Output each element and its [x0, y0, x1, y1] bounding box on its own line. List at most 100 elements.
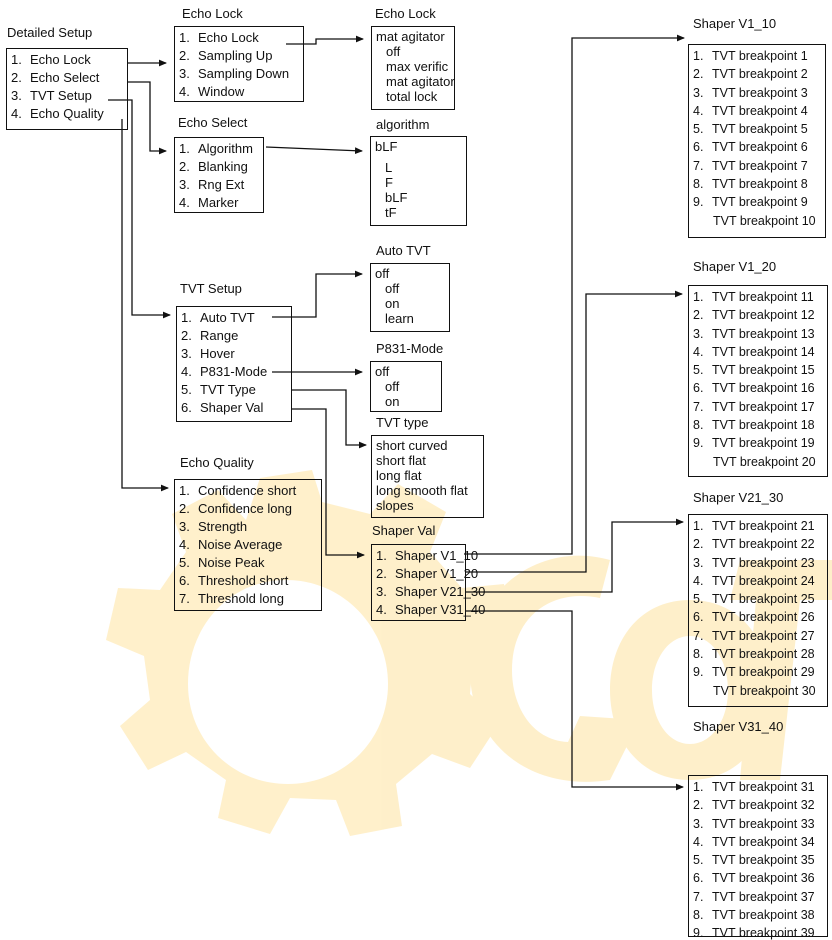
tvt-breakpoint-item[interactable]: 2.TVT breakpoint 12	[693, 306, 823, 324]
menu-item-shaper-v21-30[interactable]: 3.Shaper V21_30	[376, 583, 485, 601]
tvt-breakpoint-item[interactable]: 7.TVT breakpoint 37	[693, 888, 823, 906]
tvt-breakpoint-item[interactable]: 8.TVT breakpoint 8	[693, 175, 821, 193]
option-on[interactable]: on	[385, 296, 400, 311]
item-label: Echo Select	[30, 70, 100, 85]
item-number: 7.	[693, 628, 704, 643]
option-off[interactable]: off	[385, 379, 400, 394]
tvt-breakpoint-item[interactable]: 8.TVT breakpoint 38	[693, 906, 823, 924]
tvt-breakpoint-item[interactable]: 3.TVT breakpoint 3	[693, 84, 821, 102]
item-number: 9.	[693, 436, 704, 451]
tvt-breakpoint-last[interactable]: TVT breakpoint 30	[713, 683, 816, 698]
option-slopes[interactable]: slopes	[376, 498, 414, 513]
tvt-breakpoint-item[interactable]: 6.TVT breakpoint 26	[693, 608, 823, 626]
watermark-letter-g	[470, 555, 640, 782]
tvt-breakpoint-item[interactable]: 5.TVT breakpoint 15	[693, 361, 823, 379]
tvt-breakpoint-item[interactable]: 5.TVT breakpoint 35	[693, 851, 823, 869]
menu-item-shaper-v1-20[interactable]: 2.Shaper V1_20	[376, 565, 478, 583]
menu-item-echo-quality[interactable]: 4.Echo Quality	[11, 105, 123, 123]
tvt-breakpoint-item[interactable]: 6.TVT breakpoint 16	[693, 379, 823, 397]
menu-item-algorithm[interactable]: 1.Algorithm	[179, 140, 259, 158]
tvt-breakpoint-item[interactable]: 4.TVT breakpoint 4	[693, 102, 821, 120]
item-label: TVT breakpoint 6	[712, 140, 808, 155]
tvt-breakpoint-item[interactable]: 9.TVT breakpoint 29	[693, 663, 823, 681]
tvt-breakpoint-last[interactable]: TVT breakpoint 10	[713, 213, 816, 228]
tvt-breakpoint-item[interactable]: 5.TVT breakpoint 25	[693, 590, 823, 608]
tvt-breakpoint-item[interactable]: 2.TVT breakpoint 22	[693, 535, 823, 553]
option-l[interactable]: L	[385, 160, 393, 175]
menu-item-p831-mode[interactable]: 4.P831-Mode	[181, 363, 287, 381]
option-off[interactable]: off	[386, 44, 401, 59]
item-number: 9.	[693, 665, 704, 680]
item-label: TVT breakpoint 5	[712, 122, 808, 137]
item-number: 8.	[693, 908, 704, 923]
option-learn[interactable]: learn	[385, 311, 414, 326]
menu-item-echo-lock[interactable]: 1.Echo Lock	[11, 51, 123, 69]
tvt-breakpoint-item[interactable]: 6.TVT breakpoint 6	[693, 138, 821, 156]
tvt-breakpoint-item[interactable]: 3.TVT breakpoint 13	[693, 325, 823, 343]
tvt-breakpoint-item[interactable]: 1.TVT breakpoint 21	[693, 517, 823, 535]
option-off[interactable]: off	[385, 281, 400, 296]
menu-item-noise-peak[interactable]: 5.Noise Peak	[179, 554, 317, 572]
option-total-lock[interactable]: total lock	[386, 89, 438, 104]
menu-item-confidence-long[interactable]: 2.Confidence long	[179, 500, 317, 518]
tvt-breakpoint-item[interactable]: 7.TVT breakpoint 17	[693, 398, 823, 416]
tvt-breakpoint-item[interactable]: 6.TVT breakpoint 36	[693, 869, 823, 887]
tvt-breakpoint-item[interactable]: 8.TVT breakpoint 28	[693, 645, 823, 663]
menu-item-echo-lock[interactable]: 1.Echo Lock	[179, 29, 299, 47]
tvt-breakpoint-last[interactable]: TVT breakpoint 20	[713, 454, 816, 469]
item-label: Shaper V1_10	[395, 548, 479, 563]
menu-item-shaper-val[interactable]: 6.Shaper Val	[181, 399, 287, 417]
menu-item-hover[interactable]: 3.Hover	[181, 345, 287, 363]
menu-item-threshold-long[interactable]: 7.Threshold long	[179, 590, 317, 608]
connector-auto-tvt-options	[272, 270, 363, 318]
tvt-breakpoint-item[interactable]: 3.TVT breakpoint 23	[693, 554, 823, 572]
tvt-breakpoint-item[interactable]: 4.TVT breakpoint 14	[693, 343, 823, 361]
tvt-breakpoint-item[interactable]: 1.TVT breakpoint 11	[693, 288, 823, 306]
tvt-breakpoint-item[interactable]: 4.TVT breakpoint 34	[693, 833, 823, 851]
tvt-breakpoint-item[interactable]: 5.TVT breakpoint 5	[693, 120, 821, 138]
tvt-breakpoint-item[interactable]: 4.TVT breakpoint 24	[693, 572, 823, 590]
item-label: Echo Lock	[30, 52, 91, 67]
menu-item-sampling-down[interactable]: 3.Sampling Down	[179, 65, 299, 83]
tvt-breakpoint-item[interactable]: 7.TVT breakpoint 7	[693, 157, 821, 175]
menu-item-window[interactable]: 4.Window	[179, 83, 299, 101]
option-mat-agitator[interactable]: mat agitator	[386, 74, 455, 89]
item-number: 2.	[693, 308, 704, 323]
menu-item-threshold-short[interactable]: 6.Threshold short	[179, 572, 317, 590]
menu-item-echo-select[interactable]: 2.Echo Select	[11, 69, 123, 87]
menu-item-range[interactable]: 2.Range	[181, 327, 287, 345]
option-max-verific[interactable]: max verific	[386, 59, 449, 74]
menu-item-blanking[interactable]: 2.Blanking	[179, 158, 259, 176]
tvt-breakpoint-item[interactable]: 3.TVT breakpoint 33	[693, 815, 823, 833]
menu-item-tvt-type[interactable]: 5.TVT Type	[181, 381, 287, 399]
option-on[interactable]: on	[385, 394, 400, 409]
menu-item-noise-average[interactable]: 4.Noise Average	[179, 536, 317, 554]
tvt-breakpoint-item[interactable]: 1.TVT breakpoint 1	[693, 47, 821, 65]
tvt-breakpoint-item[interactable]: 2.TVT breakpoint 2	[693, 65, 821, 83]
option-tf[interactable]: tF	[385, 205, 397, 220]
option-short-curved[interactable]: short curved	[376, 438, 448, 453]
menu-item-tvt-setup[interactable]: 3.TVT Setup	[11, 87, 123, 105]
tvt-breakpoint-item[interactable]: 7.TVT breakpoint 27	[693, 627, 823, 645]
tvt-breakpoint-item[interactable]: 8.TVT breakpoint 18	[693, 416, 823, 434]
tvt-breakpoint-item[interactable]: 9.TVT breakpoint 39	[693, 924, 823, 940]
tvt-breakpoint-item[interactable]: 2.TVT breakpoint 32	[693, 796, 823, 814]
option-f[interactable]: F	[385, 175, 393, 190]
item-label: Rng Ext	[198, 177, 245, 192]
menu-item-marker[interactable]: 4.Marker	[179, 194, 259, 212]
option-long-flat[interactable]: long flat	[376, 468, 422, 483]
menu-item-confidence-short[interactable]: 1.Confidence short	[179, 482, 317, 500]
option-blf[interactable]: bLF	[385, 190, 408, 205]
option-short-flat[interactable]: short flat	[376, 453, 426, 468]
option-long-smooth-flat[interactable]: long smooth flat	[376, 483, 468, 498]
tvt-breakpoint-item[interactable]: 1.TVT breakpoint 31	[693, 778, 823, 796]
menu-item-rng-ext[interactable]: 3.Rng Ext	[179, 176, 259, 194]
item-label: TVT breakpoint 15	[712, 363, 815, 378]
tvt-breakpoint-item[interactable]: 9.TVT breakpoint 19	[693, 434, 823, 452]
menu-item-strength[interactable]: 3.Strength	[179, 518, 317, 536]
menu-item-shaper-v1-10[interactable]: 1.Shaper V1_10	[376, 547, 478, 565]
menu-item-sampling-up[interactable]: 2.Sampling Up	[179, 47, 299, 65]
menu-item-shaper-v31-40[interactable]: 4.Shaper V31_40	[376, 601, 485, 619]
tvt-breakpoint-item[interactable]: 9.TVT breakpoint 9	[693, 193, 821, 211]
menu-item-auto-tvt[interactable]: 1.Auto TVT	[181, 309, 287, 327]
